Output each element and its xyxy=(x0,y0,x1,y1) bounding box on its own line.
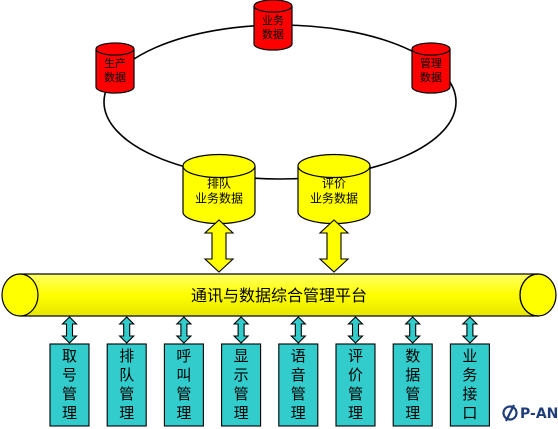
database-body xyxy=(411,49,451,94)
pan-logo: P-AN xyxy=(502,404,558,422)
module-connector xyxy=(61,316,78,344)
database-label: 业务数据 xyxy=(310,191,358,206)
database-label: 业务数据 xyxy=(195,191,243,206)
database-label: 数据 xyxy=(104,70,126,84)
module-label-char: 示 xyxy=(234,366,249,384)
double-arrow-shape xyxy=(118,316,136,344)
double-arrow-shape xyxy=(404,316,422,344)
module-label-char: 音 xyxy=(291,366,306,384)
module-label-char: 理 xyxy=(234,404,249,422)
module-box xyxy=(163,343,204,427)
database-body xyxy=(253,6,293,51)
database-body xyxy=(95,49,135,94)
module-label-char: 管 xyxy=(291,385,306,403)
module-label-char: 排 xyxy=(119,347,134,365)
module-label-char: 管 xyxy=(405,385,420,403)
double-arrow-shape xyxy=(232,316,250,344)
double-arrow-shape xyxy=(289,316,307,344)
module-connector xyxy=(118,316,136,344)
evaluation-data-double-arrow xyxy=(318,219,350,273)
database-top xyxy=(411,42,451,56)
module-label-char: 口 xyxy=(462,404,477,422)
module-label-char: 呼 xyxy=(176,347,191,365)
module-label-char: 理 xyxy=(176,404,191,422)
double-arrow-shape xyxy=(203,219,235,273)
module-label-char: 语 xyxy=(291,347,306,365)
module-box xyxy=(278,343,319,427)
module-label-char: 管 xyxy=(62,385,77,403)
double-arrow-shape xyxy=(461,316,479,344)
module-label-char: 管 xyxy=(348,385,363,403)
database-label: 排队 xyxy=(207,176,231,191)
module-label-char: 理 xyxy=(348,404,363,422)
database-label: 数据 xyxy=(262,27,284,41)
database-label: 管理 xyxy=(420,56,442,70)
logo-text: P-AN xyxy=(520,406,558,422)
module-label-char: 管 xyxy=(176,385,191,403)
module-label-char: 理 xyxy=(291,404,306,422)
double-arrow-shape xyxy=(318,219,350,273)
module-label-char: 取 xyxy=(62,347,77,365)
module-connector xyxy=(232,316,250,344)
module-connector xyxy=(347,316,364,344)
database-label: 评价 xyxy=(322,177,346,191)
module-box xyxy=(335,343,376,427)
module-label-char: 接 xyxy=(462,385,477,403)
module-label-char: 号 xyxy=(62,366,77,384)
database-top xyxy=(95,42,135,56)
database-top xyxy=(182,153,256,179)
database-label: 业务 xyxy=(262,14,284,27)
module-label-char: 数 xyxy=(405,347,420,365)
module-box xyxy=(392,343,433,427)
module-label-char: 据 xyxy=(405,366,420,384)
module-label-char: 管 xyxy=(119,385,134,403)
module-label-char: 价 xyxy=(348,366,363,384)
module-label-char: 理 xyxy=(62,404,77,422)
database-top xyxy=(297,153,371,179)
database-top xyxy=(253,0,293,13)
module-connector xyxy=(289,316,307,344)
module-label-char: 队 xyxy=(119,366,134,384)
module-box xyxy=(106,343,147,427)
double-arrow-shape xyxy=(61,316,78,344)
platform-bus-left-end xyxy=(1,273,39,317)
module-label-char: 叫 xyxy=(176,366,191,384)
module-box xyxy=(221,343,262,427)
business-data-database: 业务数据 xyxy=(253,0,293,51)
module-connector xyxy=(175,316,193,344)
module-connector xyxy=(404,316,422,344)
database-label: 生产 xyxy=(104,56,126,70)
database-label: 数据 xyxy=(420,70,442,84)
double-arrow-shape xyxy=(347,316,364,344)
platform-bus: 通讯与数据综合管理平台 xyxy=(1,273,557,317)
module-box xyxy=(449,343,490,427)
module-label-char: 管 xyxy=(234,385,249,403)
module-label-char: 业 xyxy=(462,347,477,365)
pan-logo-icon xyxy=(502,404,518,422)
double-arrow-shape xyxy=(175,316,193,344)
module-label-char: 理 xyxy=(119,404,134,422)
queue-data-double-arrow xyxy=(203,219,235,273)
module-label-char: 评 xyxy=(348,347,363,365)
module-box xyxy=(49,343,90,427)
module-connector xyxy=(461,316,479,344)
module-label-char: 理 xyxy=(405,404,420,422)
platform-bus-label: 通讯与数据综合管理平台 xyxy=(191,286,367,305)
module-label-char: 显 xyxy=(234,347,249,365)
module-label-char: 务 xyxy=(462,366,477,384)
